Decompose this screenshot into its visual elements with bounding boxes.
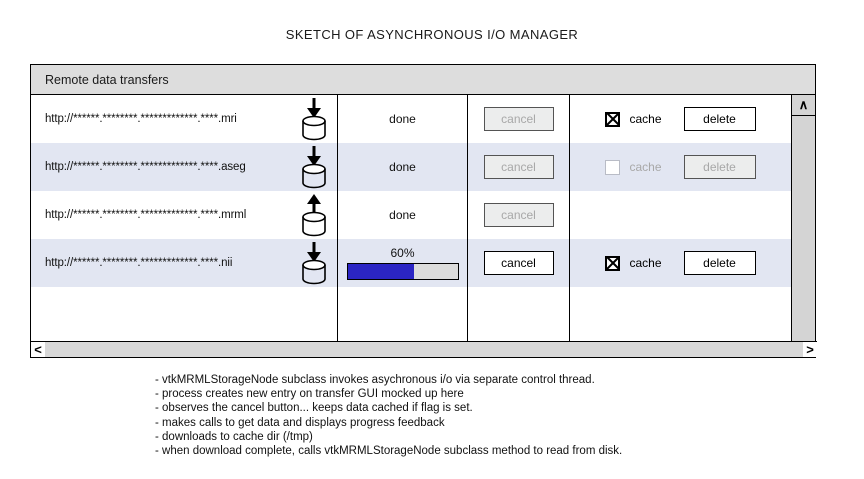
cancel-button[interactable]: cancel: [483, 203, 554, 227]
download-arrow-database-icon: [297, 240, 331, 286]
vertical-scrollbar[interactable]: ∧: [791, 95, 815, 342]
panel-header-label: Remote data transfers: [45, 72, 169, 87]
note-line: - when download complete, calls vtkMRMLS…: [155, 445, 623, 458]
row-url-cell: http://******.********.*************.***…: [31, 95, 337, 143]
cache-label: cache: [629, 256, 662, 270]
row-url-cell: http://******.********.*************.***…: [31, 239, 337, 287]
empty-cell: [569, 287, 791, 342]
row-cancel-cell: cancel: [467, 191, 569, 239]
notes-list: - vtkMRMLStorageNode subclass invokes as…: [155, 373, 622, 458]
status-text: done: [389, 208, 416, 222]
cache-group: cache: [605, 111, 662, 127]
vertical-scroll-track[interactable]: [792, 116, 815, 342]
delete-button[interactable]: delete: [683, 155, 756, 179]
page-title: SKETCH OF ASYNCHRONOUS I/O MANAGER: [285, 27, 579, 42]
cancel-button[interactable]: cancel: [483, 251, 554, 275]
download-arrow-database-icon: [297, 96, 331, 142]
note-line: - makes calls to get data and displays p…: [155, 416, 445, 429]
table-row[interactable]: http://******.********.*************.***…: [31, 143, 791, 191]
cache-checkbox[interactable]: [605, 159, 621, 175]
row-url-cell: http://******.********.*************.***…: [31, 191, 337, 239]
progress-bar-track: [346, 263, 459, 280]
note-line: - vtkMRMLStorageNode subclass invokes as…: [155, 374, 595, 386]
panel-header: Remote data transfers: [31, 65, 815, 95]
row-status-cell: done: [337, 143, 467, 191]
row-cache-cell: cache delete: [569, 239, 791, 287]
progress-indicator: 60%: [346, 246, 459, 280]
note-line: - downloads to cache dir (/tmp): [155, 430, 313, 443]
transfer-rows: http://******.********.*************.***…: [31, 95, 791, 342]
scroll-right-icon[interactable]: >: [803, 342, 817, 357]
row-status-cell: done: [337, 191, 467, 239]
cancel-button[interactable]: cancel: [483, 155, 554, 179]
row-cancel-cell: cancel: [467, 143, 569, 191]
horizontal-scroll-track[interactable]: [45, 342, 803, 357]
table-row[interactable]: http://******.********.*************.***…: [31, 191, 791, 239]
note-line: - process creates new entry on transfer …: [155, 388, 464, 401]
transfer-url: http://******.********.*************.***…: [45, 257, 233, 269]
table-row[interactable]: http://******.********.*************.***…: [31, 239, 791, 287]
note-line: - observes the cancel button... keeps da…: [155, 402, 473, 415]
download-arrow-database-icon: [297, 144, 331, 190]
cache-checkbox[interactable]: [605, 255, 621, 271]
status-text: done: [389, 112, 416, 126]
horizontal-scrollbar[interactable]: < >: [31, 341, 817, 357]
empty-cell: [31, 287, 337, 342]
row-cache-cell: cache delete: [569, 143, 791, 191]
cache-group: cache: [605, 159, 662, 175]
transfer-url: http://******.********.*************.***…: [45, 113, 237, 125]
row-cache-cell-empty: [569, 191, 791, 239]
cache-checkbox[interactable]: [605, 111, 621, 127]
row-cache-cell: cache delete: [569, 95, 791, 143]
scroll-up-icon[interactable]: ∧: [792, 95, 815, 116]
row-cancel-cell: cancel: [467, 95, 569, 143]
row-progress-cell: 60%: [337, 239, 467, 287]
row-status-cell: done: [337, 95, 467, 143]
empty-row: [31, 287, 791, 342]
transfers-body: http://******.********.*************.***…: [31, 95, 815, 342]
row-url-cell: http://******.********.*************.***…: [31, 143, 337, 191]
upload-arrow-database-icon: [297, 192, 331, 238]
remote-data-transfers-panel: Remote data transfers http://******.****…: [30, 64, 817, 358]
scroll-left-icon[interactable]: <: [31, 342, 45, 357]
delete-button[interactable]: delete: [683, 107, 756, 131]
cache-group: cache: [605, 255, 662, 271]
transfer-url: http://******.********.*************.***…: [45, 161, 246, 173]
cache-label: cache: [629, 112, 662, 126]
status-text: done: [389, 160, 416, 174]
transfer-url: http://******.********.*************.***…: [45, 209, 247, 221]
empty-cell: [467, 287, 569, 342]
delete-button[interactable]: delete: [683, 251, 756, 275]
cancel-button[interactable]: cancel: [483, 107, 554, 131]
progress-bar-fill: [347, 264, 414, 279]
table-row[interactable]: http://******.********.*************.***…: [31, 95, 791, 143]
empty-cell: [337, 287, 467, 342]
row-cancel-cell: cancel: [467, 239, 569, 287]
progress-percent-label: 60%: [390, 246, 415, 260]
cache-label: cache: [629, 160, 662, 174]
